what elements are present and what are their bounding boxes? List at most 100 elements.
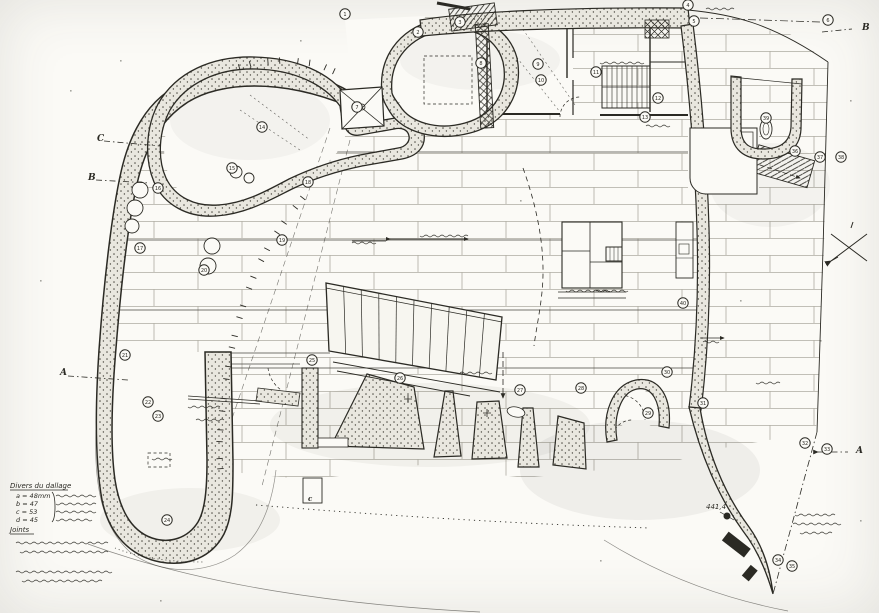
svg-text:10: 10	[538, 78, 544, 84]
handwriting-scribble	[459, 371, 493, 375]
south-wall-pier	[517, 407, 540, 468]
handwriting-scribble	[151, 457, 173, 461]
detail-marker: 3	[454, 16, 466, 28]
handwriting-scribble	[55, 518, 93, 522]
elevation-label: 441,4	[706, 503, 726, 511]
survey-tick	[297, 58, 299, 65]
handwriting-scribble	[794, 513, 836, 517]
survey-tick	[264, 247, 271, 252]
detail-marker: 28	[575, 382, 587, 394]
roof-edge-mark	[436, 1, 471, 11]
legend-row: c = 53	[16, 508, 37, 516]
north-compass	[824, 221, 868, 267]
handwriting-scribble	[55, 494, 97, 498]
detail-marker: 7	[351, 101, 363, 113]
detail-marker: 23	[152, 410, 164, 422]
pew-row	[360, 289, 363, 357]
scan-speck	[600, 560, 602, 562]
svg-text:40: 40	[680, 301, 686, 307]
detail-marker: 33	[821, 443, 833, 455]
esplanade-east-edge	[816, 61, 829, 433]
svg-text:13: 13	[642, 115, 648, 121]
exterior-block	[302, 477, 323, 504]
elevation-spot: 441,4	[706, 503, 735, 521]
survey-tick	[231, 334, 238, 338]
southeast-wall	[688, 406, 774, 595]
svg-text:29: 29	[645, 411, 651, 417]
section-letters: C B A B A c	[59, 23, 870, 503]
dimension-lines	[352, 236, 725, 341]
survey-tick	[250, 275, 257, 279]
svg-text:35: 35	[789, 564, 795, 570]
survey-tick	[299, 195, 306, 201]
bench-block	[255, 387, 301, 407]
door-step	[741, 564, 758, 582]
pew-row	[428, 303, 432, 369]
survey-tick	[332, 68, 336, 75]
handwritten-notes	[15, 7, 862, 602]
scan-speck	[850, 100, 852, 102]
svg-text:5: 5	[692, 19, 695, 25]
main-south-door	[721, 531, 751, 558]
survey-tick	[281, 220, 287, 225]
svg-text:21: 21	[122, 353, 128, 359]
south-wall-pier	[471, 400, 508, 460]
stair-direction-arrow	[709, 146, 801, 179]
svg-text:38: 38	[838, 155, 844, 161]
legend: Divers du dallage a = 48mm b = 47 c = 53…	[8, 482, 71, 535]
pew-row	[343, 286, 347, 354]
svg-text:18: 18	[305, 180, 311, 186]
handwriting-scribble	[705, 7, 735, 11]
svg-text:6: 6	[826, 18, 829, 24]
detail-marker: 8	[475, 57, 487, 69]
northeast-room	[689, 127, 758, 195]
detail-marker: 2	[412, 26, 424, 38]
scan-speck	[120, 60, 122, 62]
survey-tick	[292, 204, 299, 210]
detail-marker: 10	[535, 74, 547, 86]
detail-marker: 12	[652, 92, 664, 104]
threshold	[317, 437, 349, 448]
handwriting-scribble	[351, 241, 377, 245]
detail-marker: 22	[142, 396, 154, 408]
detail-marker: 31	[697, 397, 709, 409]
detail-marker: 1	[339, 8, 351, 20]
handwriting-scribble	[19, 550, 109, 554]
detail-marker: 30	[661, 366, 673, 378]
detail-marker: 18	[302, 176, 314, 188]
pew-row	[462, 310, 468, 375]
south-wall-pier	[552, 415, 587, 470]
svg-text:12: 12	[655, 96, 661, 102]
handwriting-scribble	[645, 124, 671, 128]
svg-text:39: 39	[763, 116, 769, 122]
scan-speck	[820, 340, 822, 342]
scan-speck	[740, 300, 742, 302]
handwriting-scribble	[799, 531, 833, 535]
detail-marker: 25	[306, 354, 318, 366]
survey-tick	[274, 230, 280, 235]
svg-text:11: 11	[593, 70, 599, 76]
choir-benches	[675, 221, 694, 279]
section-letter: B	[861, 23, 870, 33]
detail-marker: 17	[134, 242, 146, 254]
crosshatch-block	[644, 19, 670, 39]
handwriting-scribble	[195, 418, 225, 422]
pews	[325, 282, 503, 397]
survey-tick	[228, 346, 236, 349]
handwriting-scribble	[702, 340, 720, 344]
detail-marker: 9	[532, 58, 544, 70]
detail-marker: 37	[814, 151, 826, 163]
survey-tick	[245, 286, 253, 290]
handwriting-scribble	[419, 234, 469, 238]
detail-marker: 34	[772, 554, 784, 566]
svg-text:26: 26	[397, 376, 403, 382]
svg-text:17: 17	[137, 246, 143, 252]
pew-row	[445, 306, 450, 372]
survey-tick	[225, 365, 232, 368]
west-door-pier	[301, 367, 319, 449]
legend-row: d = 45	[16, 516, 38, 524]
detail-marker: 24	[161, 514, 173, 526]
